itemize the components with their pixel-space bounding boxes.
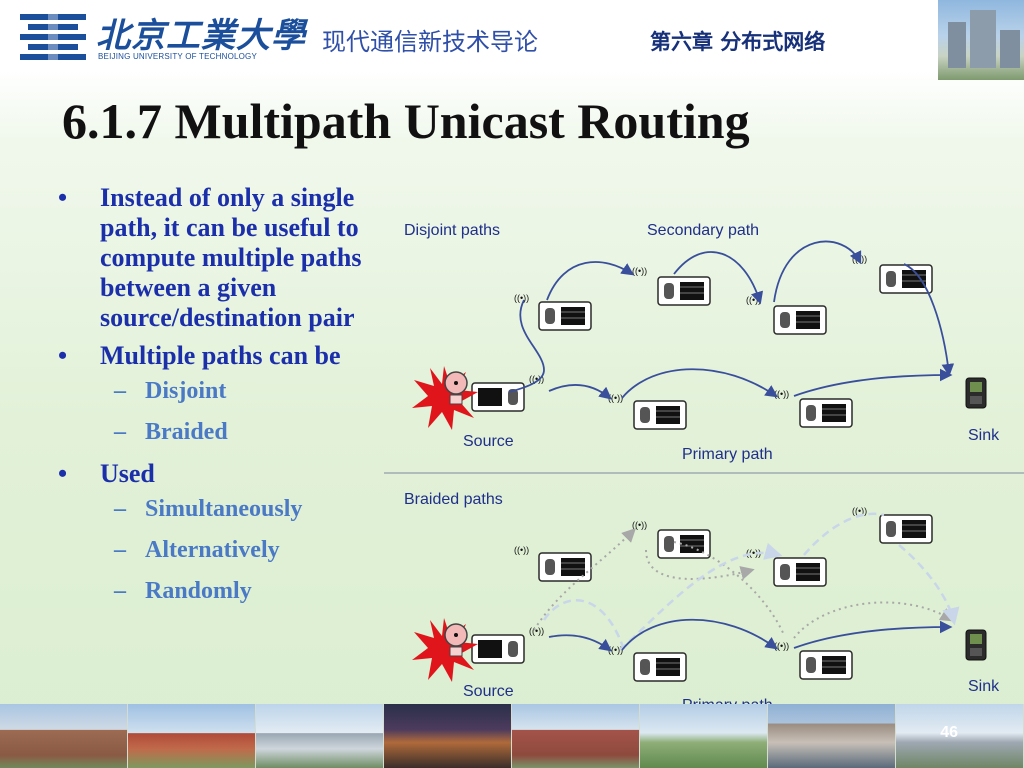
header-campus-photo	[938, 0, 1024, 80]
primary-path	[621, 368, 779, 399]
footer-photo	[0, 704, 128, 768]
secondary-path	[903, 263, 955, 377]
sensor-node	[514, 293, 592, 331]
primary-path	[621, 618, 779, 651]
primary-path	[793, 368, 953, 397]
sensor-node	[471, 374, 545, 412]
footer-photo	[512, 704, 640, 768]
sink-node	[965, 629, 987, 661]
bullet-item: •Multiple paths can be	[58, 341, 341, 370]
chapter-title: 第六章 分布式网络	[650, 30, 826, 54]
sub-bullet-text: Disjoint	[145, 378, 227, 404]
university-name-cn: 北京工業大學	[96, 16, 306, 56]
sensor-node	[471, 626, 545, 664]
footer-photo	[128, 704, 256, 768]
bullet-text: Multiple paths can be	[100, 341, 341, 370]
footer-photo	[896, 704, 1024, 768]
secondary-path	[673, 251, 764, 305]
braided-alt-path	[793, 601, 955, 639]
primary-path	[548, 634, 613, 652]
slide-header: 北京工業大學 BEIJING UNIVERSITY OF TECHNOLOGY …	[0, 0, 1024, 80]
sink-label: Sink	[968, 678, 1000, 695]
braided-alt-path	[898, 544, 960, 626]
sink-node	[965, 377, 987, 409]
sub-bullet-text: Simultaneously	[145, 496, 303, 522]
sub-bullet-item: –Disjoint	[114, 378, 227, 404]
secondary-path	[773, 240, 862, 303]
sensor-node	[746, 295, 827, 335]
footer-photo	[768, 704, 896, 768]
sub-bullet-item: –Braided	[114, 419, 228, 445]
braided-alt-path	[619, 542, 783, 651]
secondary-path-label: Secondary path	[647, 222, 759, 239]
sensor-node	[774, 641, 853, 680]
routing-diagram: ((•)) Disjoint paths Secondary path	[384, 222, 1024, 714]
sensor-node	[632, 266, 711, 306]
sub-bullet-text: Alternatively	[145, 537, 280, 563]
source-label: Source	[463, 683, 514, 700]
primary-path-label: Primary path	[682, 446, 773, 463]
sub-bullet-item: –Randomly	[114, 578, 252, 604]
secondary-path	[546, 261, 635, 301]
bullet-text: Used	[100, 459, 155, 488]
bullet-item: •Used	[58, 459, 155, 488]
primary-path	[548, 384, 612, 400]
university-name-en: BEIJING UNIVERSITY OF TECHNOLOGY	[98, 52, 258, 61]
page-number: 46	[940, 724, 958, 741]
braided-alt-path	[542, 599, 626, 651]
footer-photo	[256, 704, 384, 768]
bullet-item: •Instead of only a single path, it can b…	[58, 183, 362, 332]
footer-photo	[384, 704, 512, 768]
sub-bullet-text: Randomly	[145, 578, 252, 604]
footer-photo	[640, 704, 768, 768]
source-node	[412, 366, 478, 430]
source-label: Source	[463, 433, 514, 450]
sensor-node	[852, 254, 933, 294]
disjoint-paths-caption: Disjoint paths	[404, 222, 500, 239]
university-logo-icon	[20, 14, 86, 60]
footer-photo-strip: 46	[0, 704, 1024, 768]
braided-alt-path	[803, 512, 885, 556]
bullet-list: •Instead of only a single path, it can b…	[58, 183, 398, 618]
sensor-node	[514, 545, 592, 582]
primary-path	[793, 620, 953, 649]
sub-bullet-text: Braided	[145, 419, 228, 445]
sink-label: Sink	[968, 427, 1000, 444]
slide-title: 6.1.7 Multipath Unicast Routing	[62, 93, 750, 149]
sub-bullet-item: –Alternatively	[114, 537, 280, 563]
source-node	[412, 618, 478, 682]
sub-bullet-item: –Simultaneously	[114, 496, 303, 522]
course-title: 现代通信新技术导论	[322, 28, 538, 56]
sensor-node	[608, 393, 687, 430]
secondary-path	[508, 299, 545, 393]
sensor-node	[608, 645, 687, 682]
braided-alt-path	[645, 549, 755, 580]
braided-paths-caption: Braided paths	[404, 491, 503, 508]
sensor-node	[632, 520, 711, 559]
bullet-text: Instead of only a single path, it can be…	[100, 183, 362, 332]
sensor-node	[774, 389, 853, 428]
sensor-node	[852, 506, 933, 544]
